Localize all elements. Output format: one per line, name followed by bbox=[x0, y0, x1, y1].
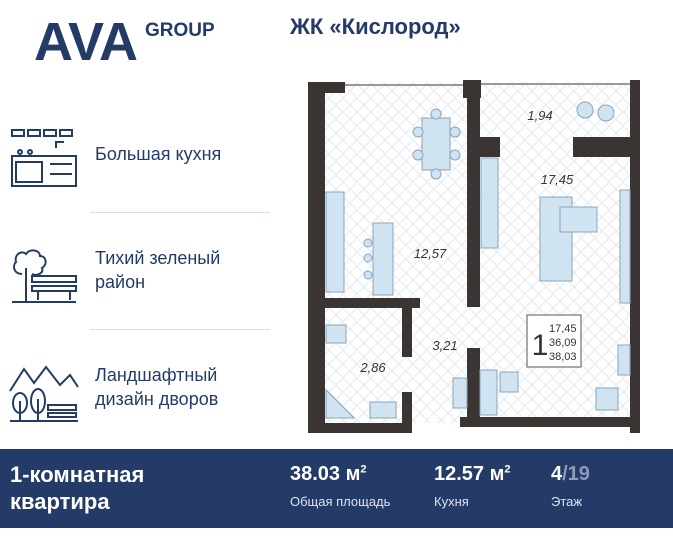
room-area-kitchen: 12,57 bbox=[414, 246, 447, 261]
landscape-trees-icon bbox=[9, 365, 79, 422]
floor-label: Этаж bbox=[551, 494, 583, 509]
kitchen-label: Кухня bbox=[434, 494, 469, 509]
logo-sub: GROUP bbox=[145, 20, 215, 41]
total-area-label: Общая площадь bbox=[290, 494, 391, 509]
logo: AVA GROUP bbox=[34, 14, 215, 70]
summary-rooms: 1 bbox=[532, 329, 549, 362]
floor-value: 4 bbox=[551, 463, 563, 485]
feature-kitchen: Большая кухня bbox=[8, 104, 270, 204]
stat-total-area: 38.03 м2 Общая площадь bbox=[290, 463, 390, 509]
feature-text: дизайн дворов bbox=[95, 389, 219, 409]
kitchen-area-value: 12.57 м bbox=[434, 463, 505, 485]
logo-main: AVA bbox=[34, 12, 138, 72]
divider bbox=[90, 329, 270, 330]
apartment-type-line1: 1-комнатная bbox=[10, 462, 145, 487]
divider bbox=[90, 212, 270, 213]
feature-text: Ландшафтный bbox=[95, 365, 218, 385]
floor-plan: 12,57 1,94 17,45 3,21 2,86 1 17,45 36,09… bbox=[308, 80, 640, 433]
park-bench-icon bbox=[12, 249, 77, 303]
room-area-hall: 3,21 bbox=[432, 338, 457, 353]
summary-total: 38,03 bbox=[549, 351, 577, 363]
room-area-balcony: 1,94 bbox=[527, 108, 552, 123]
summary-box bbox=[526, 314, 582, 368]
stat-kitchen-area: 12.57 м2 Кухня bbox=[434, 463, 511, 509]
kitchen-icon bbox=[11, 129, 77, 187]
total-area-value: 38.03 м bbox=[290, 463, 361, 485]
feature-district: Тихий зеленый район bbox=[8, 220, 270, 320]
floor-total: /19 bbox=[562, 463, 590, 485]
unit-sup: 2 bbox=[504, 463, 511, 476]
page-title: ЖК «Кислород» bbox=[290, 14, 461, 39]
feature-text: Большая кухня bbox=[95, 144, 222, 164]
feature-text: район bbox=[95, 272, 146, 292]
furniture bbox=[325, 101, 631, 419]
feature-landscape: Ландшафтный дизайн дворов bbox=[8, 337, 270, 437]
room-area-bathroom: 2,86 bbox=[359, 360, 386, 375]
stat-floor: 4/19 Этаж bbox=[551, 463, 590, 509]
feature-text: Тихий зеленый bbox=[95, 248, 221, 268]
room-area-living: 17,45 bbox=[541, 172, 574, 187]
summary-useful: 36,09 bbox=[549, 337, 577, 349]
walls bbox=[308, 80, 640, 433]
summary-living: 17,45 bbox=[549, 323, 577, 335]
apartment-type-line2: квартира bbox=[10, 489, 110, 514]
unit-sup: 2 bbox=[360, 463, 367, 476]
